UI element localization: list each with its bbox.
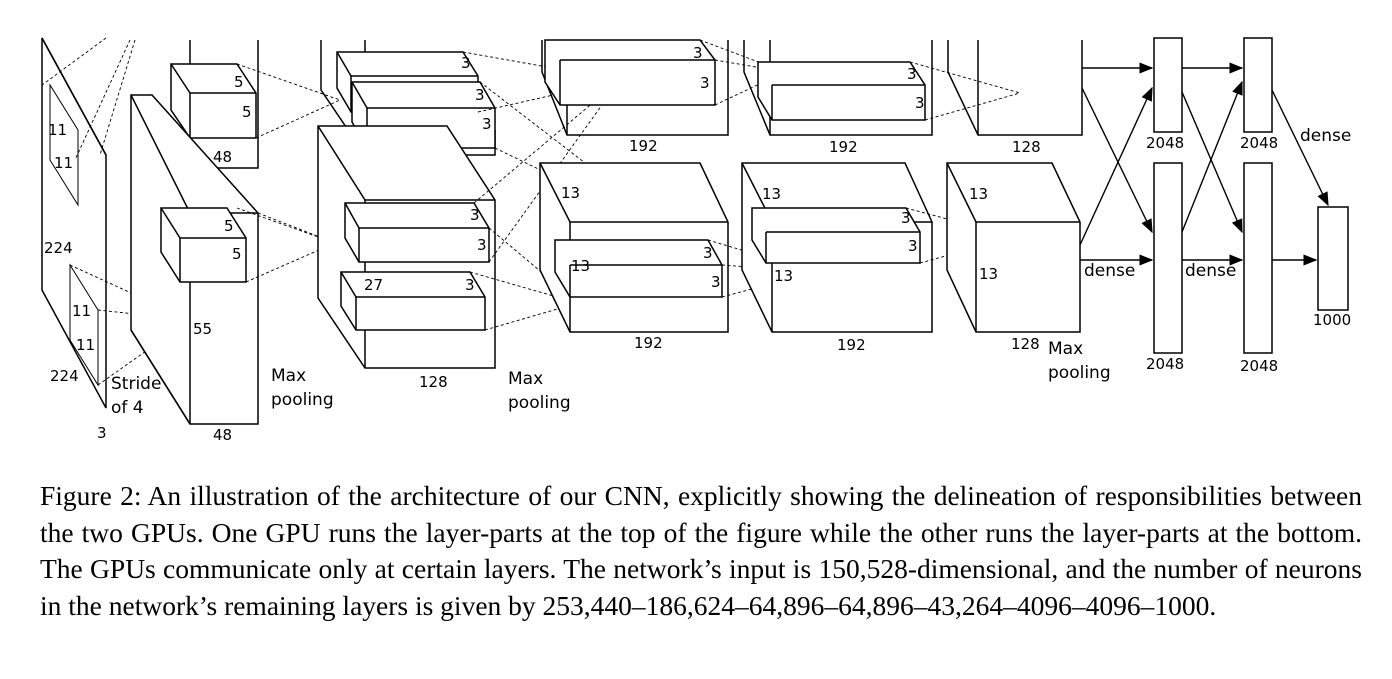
fc8-dense-label: dense — [1300, 126, 1351, 146]
fc8-layer: 1000 dense — [1271, 89, 1351, 329]
fc6-size-label: 2048 — [1146, 355, 1184, 373]
figure-caption: Figure 2:An illustration of the architec… — [40, 478, 1362, 624]
conv2-kernel-label: 3 — [482, 115, 492, 133]
conv1-depth-label: 48 — [213, 426, 232, 444]
conv2-layer: 3 3 3 128 27 3 3 3 27 128 Max pooling — [317, 40, 686, 413]
conv3-depth-label: 192 — [634, 334, 663, 352]
conv5-pool-label: Max — [1048, 339, 1083, 359]
conv3-kernel-label: 3 — [703, 244, 713, 262]
conv3-kernel-label: 3 — [700, 74, 710, 92]
conv5-depth-label: 128 — [1011, 335, 1040, 353]
conv5-pool-label: pooling — [1048, 363, 1111, 383]
conv5-depth-label: 128 — [1012, 138, 1041, 156]
input-kernel-label: 11 — [54, 154, 73, 172]
conv3-depth-label: 192 — [629, 137, 658, 155]
caption-text: An illustration of the architecture of o… — [40, 480, 1362, 621]
conv2-depth-label: 128 — [419, 373, 448, 391]
conv2-size-label: 27 — [364, 276, 383, 294]
conv2-kernel-label: 3 — [461, 54, 471, 72]
input-kernel-label: 11 — [48, 121, 67, 139]
conv1-kernel-label: 5 — [242, 103, 252, 121]
conv2-kernel-label: 3 — [477, 236, 487, 254]
input-kernel-label: 11 — [72, 302, 91, 320]
conv1-kernel-label: 5 — [232, 245, 242, 263]
conv2-pool-label: pooling — [508, 393, 571, 413]
conv2-kernel-label: 3 — [470, 206, 480, 224]
conv2-kernel-label: 3 — [465, 276, 475, 294]
conv4-depth-label: 192 — [829, 138, 858, 156]
input-size-label: 224 — [44, 239, 73, 257]
fc7-size-label: 2048 — [1240, 357, 1278, 375]
conv4-layer: 3 3 192 13 13 3 3 192 — [741, 40, 1021, 354]
input-depth-label: 3 — [97, 424, 107, 442]
conv4-kernel-label: 3 — [915, 94, 925, 112]
conv3-kernel-label: 3 — [711, 273, 721, 291]
conv2-pool-label: Max — [508, 369, 543, 389]
conv5-size-label: 13 — [979, 265, 998, 283]
architecture-diagram: 11 11 11 11 224 224 3 Stride of 4 5 5 48… — [41, 37, 1351, 444]
conv1-pool-label: Max — [271, 366, 306, 386]
conv4-size-label: 13 — [774, 267, 793, 285]
figure-label: Figure 2: — [40, 480, 142, 511]
architecture-figure: 11 11 11 11 224 224 3 Stride of 4 5 5 48… — [41, 37, 1351, 444]
conv3-size-label: 13 — [571, 257, 590, 275]
conv1-kernel-label: 5 — [234, 73, 244, 91]
conv4-kernel-label: 3 — [908, 237, 918, 255]
fc7-size-label: 2048 — [1240, 134, 1278, 152]
conv1-layer: 5 5 48 55 5 5 55 48 Max pooling — [130, 40, 341, 444]
conv1-kernel-label: 5 — [224, 217, 234, 235]
input-kernel-label: 11 — [76, 336, 95, 354]
fc7-dense-label: dense — [1185, 261, 1236, 281]
conv4-kernel-label: 3 — [907, 65, 917, 83]
conv2-kernel-label: 3 — [475, 86, 485, 104]
conv5-layer: 128 13 13 128 Max pooling — [946, 40, 1111, 383]
conv4-depth-label: 192 — [837, 336, 866, 354]
conv4-size-label: 13 — [762, 185, 781, 203]
conv1-size-label: 55 — [193, 320, 212, 338]
stride-label: Stride — [111, 374, 161, 394]
conv3-kernel-label: 3 — [693, 44, 703, 62]
conv1-depth-label: 48 — [213, 148, 232, 166]
conv3-size-label: 13 — [561, 184, 580, 202]
conv1-pool-label: pooling — [271, 390, 334, 410]
input-size-label: 224 — [50, 367, 79, 385]
fc6-layer: 2048 2048 dense — [1079, 37, 1184, 373]
fc6-size-label: 2048 — [1146, 134, 1184, 152]
fc7-layer: 2048 2048 dense — [1181, 37, 1278, 375]
conv4-kernel-label: 3 — [901, 209, 911, 227]
stride-label: of 4 — [111, 398, 144, 418]
fc6-dense-label: dense — [1084, 261, 1135, 281]
conv5-size-label: 13 — [969, 185, 988, 203]
fc8-size-label: 1000 — [1313, 311, 1351, 329]
